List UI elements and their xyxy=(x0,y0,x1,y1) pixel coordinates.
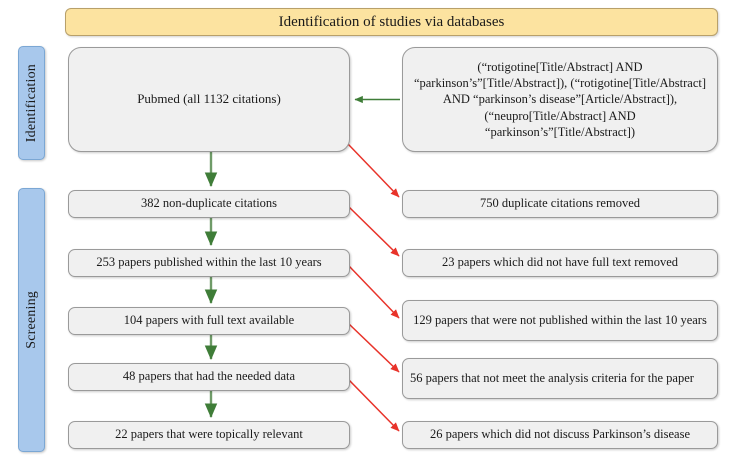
node-included-2-text: 253 papers published within the last 10 … xyxy=(96,255,322,270)
node-excluded-3: 129 papers that were not published withi… xyxy=(402,300,718,341)
node-excluded-5: 26 papers which did not discuss Parkinso… xyxy=(402,421,718,449)
node-database-source: Pubmed (all 1132 citations) xyxy=(68,47,350,152)
diagram-title-banner: Identification of studies via databases xyxy=(65,8,718,36)
stage-label-screening-text: Screening xyxy=(23,291,39,349)
node-excluded-1: 750 duplicate citations removed xyxy=(402,190,718,218)
node-included-4: 48 papers that had the needed data xyxy=(68,363,350,391)
node-included-1: 382 non-duplicate citations xyxy=(68,190,350,218)
node-included-2: 253 papers published within the last 10 … xyxy=(68,249,350,277)
node-excluded-2-text: 23 papers which did not have full text r… xyxy=(441,255,679,270)
arrow-exclusion-3 xyxy=(348,265,400,319)
node-excluded-2: 23 papers which did not have full text r… xyxy=(402,249,718,277)
stage-label-screening: Screening xyxy=(18,188,45,452)
node-search-query-text: (“rotigotine[Title/Abstract] AND “parkin… xyxy=(413,59,707,139)
node-database-source-text: Pubmed (all 1132 citations) xyxy=(137,91,281,107)
node-included-3-text: 104 papers with full text available xyxy=(123,313,295,328)
node-included-5-text: 22 papers that were topically relevant xyxy=(115,427,303,442)
node-included-3: 104 papers with full text available xyxy=(68,307,350,335)
arrow-exclusion-1 xyxy=(347,143,400,198)
stage-label-identification-text: Identification xyxy=(23,63,39,143)
node-excluded-5-text: 26 papers which did not discuss Parkinso… xyxy=(429,427,691,442)
node-included-1-text: 382 non-duplicate citations xyxy=(140,196,278,211)
node-excluded-4: 56 papers that not meet the analysis cri… xyxy=(402,358,718,399)
node-included-4-text: 48 papers that had the needed data xyxy=(122,369,296,384)
node-search-query: (“rotigotine[Title/Abstract] AND “parkin… xyxy=(402,47,718,152)
stage-label-identification: Identification xyxy=(18,46,45,160)
arrow-exclusion-5 xyxy=(348,379,400,432)
diagram-title: Identification of studies via databases xyxy=(278,13,505,30)
arrow-exclusion-2 xyxy=(348,206,400,257)
node-excluded-1-text: 750 duplicate citations removed xyxy=(479,196,641,211)
node-excluded-4-text: 56 papers that not meet the analysis cri… xyxy=(410,370,694,385)
node-included-5: 22 papers that were topically relevant xyxy=(68,421,350,449)
arrow-exclusion-4 xyxy=(348,323,400,373)
node-excluded-3-text: 129 papers that were not published withi… xyxy=(413,312,707,327)
